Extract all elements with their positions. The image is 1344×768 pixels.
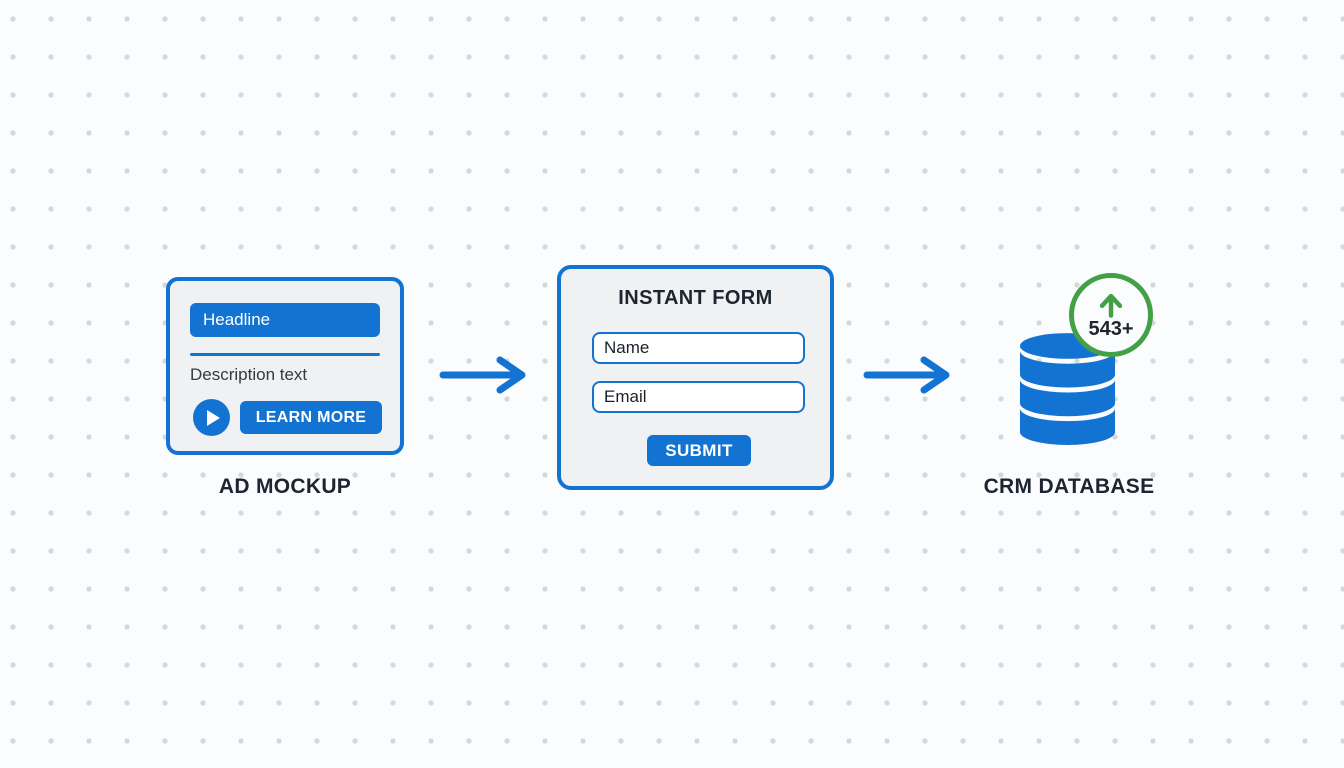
badge-count: 543+ [1088, 318, 1134, 340]
ad-mockup-card: Headline Description text LEARN MORE [166, 277, 404, 455]
instant-form-title: INSTANT FORM [618, 287, 773, 309]
ad-description-text: Description text [190, 365, 308, 384]
ad-mockup-label: AD MOCKUP [218, 475, 352, 498]
growth-badge: 543+ [1069, 273, 1153, 357]
ad-headline-text: Headline [203, 310, 271, 329]
name-input[interactable] [592, 332, 805, 364]
arrow-right-icon [439, 356, 526, 394]
learn-more-button[interactable]: LEARN MORE [240, 401, 382, 434]
up-arrow-icon [1099, 293, 1123, 318]
crm-database-label: CRM DATABASE [983, 475, 1155, 498]
submit-button[interactable]: SUBMIT [647, 435, 751, 466]
ad-divider [190, 353, 380, 356]
arrow-right-icon [863, 356, 950, 394]
email-input[interactable] [592, 381, 805, 413]
play-icon [207, 409, 220, 426]
play-button[interactable] [193, 399, 230, 436]
ad-headline-bar: Headline [190, 303, 380, 337]
instant-form-card: INSTANT FORM SUBMIT [557, 265, 834, 490]
